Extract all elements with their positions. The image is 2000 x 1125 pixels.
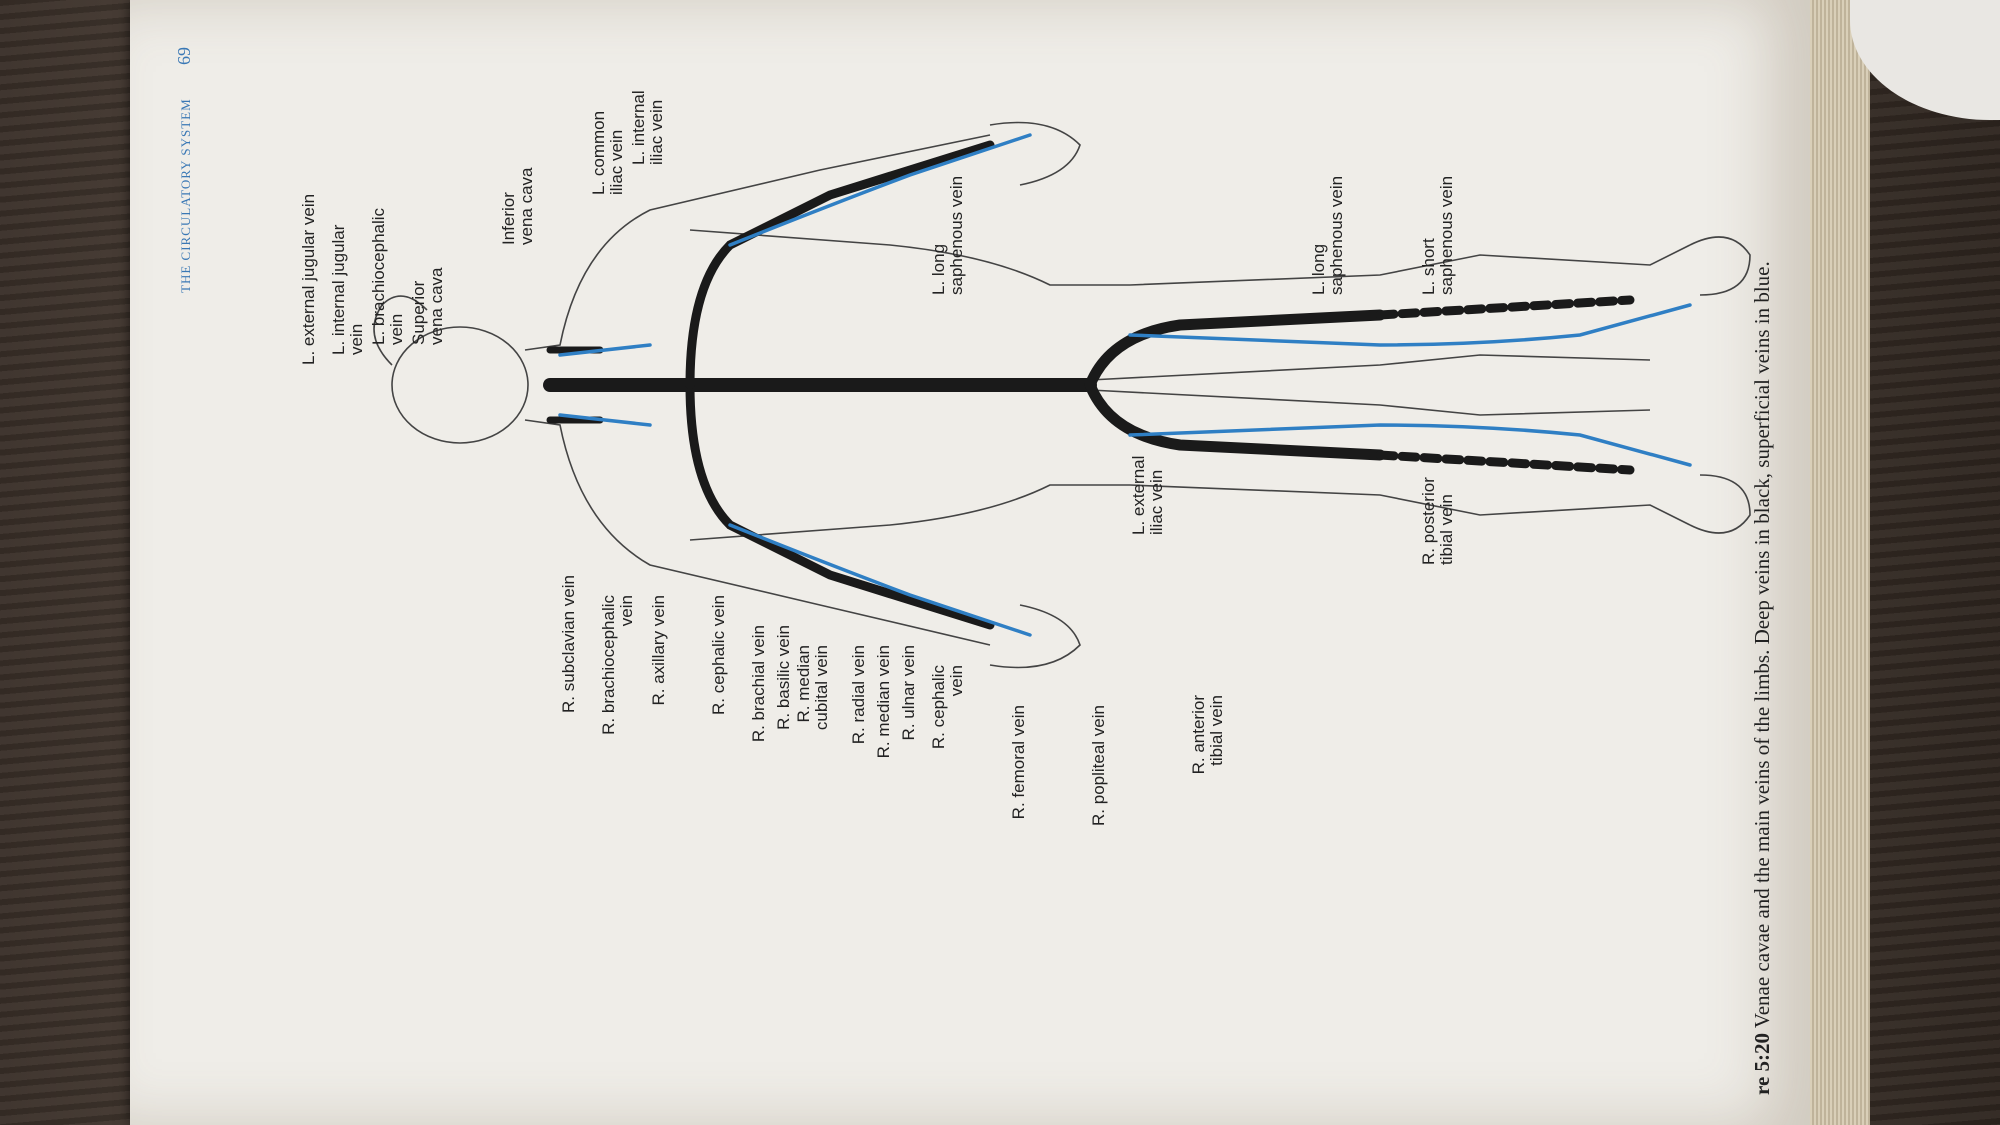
deep-veins xyxy=(543,140,1635,630)
right-hand-outline xyxy=(989,604,1081,669)
left-tibial-deep-vein xyxy=(1375,295,1635,320)
left-torso-outline xyxy=(689,229,1130,286)
rotated-page-content: THE CIRCULATORY SYSTEM 69 xyxy=(130,0,1810,1125)
left-leg-deep-vein xyxy=(1084,309,1386,391)
right-leg-deep-vein xyxy=(1084,379,1386,461)
label-r-femoral-vein: R. femoral vein xyxy=(1009,705,1028,820)
label-l-long-saphenous-vein-upper: L. long saphenous vein xyxy=(929,175,966,295)
right-external-jugular xyxy=(558,413,652,427)
label-l-common-iliac-vein: L. common iliac vein xyxy=(589,110,626,195)
right-leg-outer-outline xyxy=(1129,484,1691,526)
venous-system-diagram xyxy=(373,121,1751,669)
label-r-brachial-vein: R. brachial vein xyxy=(749,625,768,743)
label-r-brachiocephalic-vein: R. brachiocephalic vein xyxy=(599,595,636,735)
label-r-median-vein: R. median vein xyxy=(874,645,893,759)
right-foot-outline xyxy=(1689,474,1751,534)
right-cephalic-superficial xyxy=(728,523,1032,637)
label-r-median-cubital-vein: R. median cubital vein xyxy=(794,645,831,731)
right-leg-inner-outline xyxy=(1089,389,1651,416)
page-stack-edge xyxy=(1810,0,1870,1125)
right-tibial-deep-vein xyxy=(1375,450,1635,475)
label-r-cephalic-vein-lower: R. cephalic vein xyxy=(929,665,966,750)
label-l-internal-iliac-vein: L. internal iliac vein xyxy=(629,90,666,165)
right-torso-outline xyxy=(689,484,1130,541)
left-long-saphenous xyxy=(1128,303,1692,347)
label-inferior-vena-cava: Inferior vena cava xyxy=(499,167,536,246)
left-external-jugular xyxy=(558,343,652,357)
label-r-anterior-tibial-vein: R. anterior tibial vein xyxy=(1189,695,1226,775)
label-l-short-saphenous-vein: L. short saphenous vein xyxy=(1419,175,1456,295)
label-r-cephalic-vein: R. cephalic vein xyxy=(709,595,728,716)
right-shoulder-arm-outline xyxy=(524,419,991,646)
left-leg-inner-outline xyxy=(1089,354,1651,381)
label-r-radial-vein: R. radial vein xyxy=(849,645,868,745)
book-page xyxy=(130,0,1810,1125)
left-shoulder-arm-outline xyxy=(524,134,991,351)
head-outline xyxy=(391,326,529,444)
label-r-subclavian-vein: R. subclavian vein xyxy=(559,575,578,713)
label-r-popliteal-vein: R. popliteal vein xyxy=(1089,705,1108,826)
label-l-external-jugular-vein: L. external jugular vein xyxy=(299,193,318,365)
left-leg-outer-outline xyxy=(1129,244,1691,286)
body-outline xyxy=(373,121,1751,669)
right-arm-deep-vein xyxy=(685,380,995,630)
label-l-brachiocephalic-vein: L. brachiocephalic vein xyxy=(369,207,406,345)
label-superior-vena-cava: Superior vena cava xyxy=(409,267,446,346)
figure-caption: re 5:20 Venae cavae and the main veins o… xyxy=(1750,15,1775,1095)
label-r-ulnar-vein: R. ulnar vein xyxy=(899,645,918,741)
label-r-basilic-vein: R. basilic vein xyxy=(774,625,793,730)
label-l-long-saphenous-vein-lower: L. long saphenous vein xyxy=(1309,175,1346,295)
left-hand-outline xyxy=(989,121,1081,186)
superficial-veins xyxy=(558,133,1692,637)
left-foot-outline xyxy=(1689,236,1751,296)
left-cephalic-superficial xyxy=(728,133,1032,247)
hair-outline xyxy=(373,295,428,366)
label-r-axillary-vein: R. axillary vein xyxy=(649,595,668,706)
label-l-external-iliac-vein: L. external iliac vein xyxy=(1129,455,1166,535)
right-long-saphenous xyxy=(1128,423,1692,467)
label-l-internal-jugular-vein: L. internal jugular vein xyxy=(329,224,366,355)
figure-number: re 5:20 xyxy=(1750,1032,1774,1095)
label-r-posterior-tibial-vein: R. posterior tibial vein xyxy=(1419,477,1456,565)
caption-text: Venae cavae and the main veins of the li… xyxy=(1750,261,1774,1029)
